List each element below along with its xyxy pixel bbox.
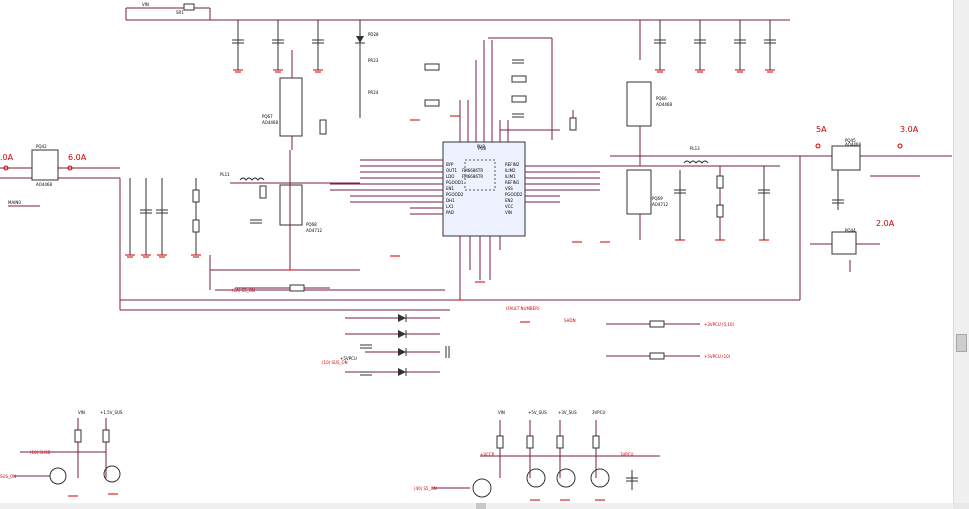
ic-left-pins: BYP OUT1 LDO PGOOD1 EN1 PGOOD2 DH1 LX1 P… [446, 162, 464, 215]
svg-text:PGOOD2: PGOOD2 [446, 192, 464, 197]
signal-labels: (10) SUSB SUS_ON (40) S5_ON (5A) S5_ON (… [0, 288, 735, 491]
signal-s5-on-bottom: (40) S5_ON [414, 486, 437, 491]
svg-text:EN2: EN2 [505, 198, 514, 203]
svg-text:LDO: LDO [446, 174, 454, 179]
svg-text:AO4468: AO4468 [656, 102, 672, 107]
svg-text:SR1: SR1 [176, 10, 184, 15]
svg-text:PQ68: PQ68 [306, 222, 317, 227]
diode-section: +5VPCU [340, 314, 450, 376]
svg-text:VIN: VIN [142, 2, 149, 7]
svg-text:PQ44: PQ44 [845, 228, 856, 233]
svg-text:PQ69: PQ69 [652, 196, 663, 201]
horizontal-scrollbar[interactable] [0, 503, 953, 509]
mosfet-labels: AO4468 AO4468 AO4712 AO4468 AO4712 AO446… [36, 102, 861, 233]
svg-text:PQ67: PQ67 [262, 114, 273, 119]
svg-text:PGOOD1: PGOOD1 [446, 180, 464, 185]
svg-text:PGOOD2: PGOOD2 [505, 192, 523, 197]
buck-1: PQ67 PQ68 PL11 [209, 50, 445, 291]
signal-3vpcu: +3VPCU (5,10) [704, 322, 735, 327]
svg-text:AO4712: AO4712 [306, 228, 322, 233]
svg-text:PAD: PAD [446, 210, 454, 215]
output-section: PQ45 PQ44 [120, 138, 952, 301]
svg-text:PR23: PR23 [368, 58, 379, 63]
svg-text:AO4712: AO4712 [652, 202, 668, 207]
signal-shdn: SHDN [564, 318, 576, 323]
svg-text:+3V_SUS: +3V_SUS [558, 410, 577, 415]
signal-sus-on: SUS_ON [0, 474, 16, 479]
current-label-5: 2.0A [876, 219, 895, 228]
bottom-right-circuit: VIN +5V_SUS +3V_SUS 3VPCU [432, 410, 660, 498]
schematic-svg: SR1 VIN PD28 PR23 PR24 [0, 2, 952, 501]
svg-text:+1.5V_SUS: +1.5V_SUS [100, 410, 123, 415]
buck-2: PQ66 PQ69 PL13 [610, 20, 800, 241]
svg-text:OUT1: OUT1 [446, 168, 458, 173]
svg-text:ILIM2: ILIM2 [505, 168, 516, 173]
signal-fault: (FAULT NUMBER) [506, 306, 540, 311]
svg-text:FM6686TR: FM6686TR [462, 168, 483, 173]
vertical-scrollbar[interactable] [953, 0, 969, 503]
signal-sus-on-mid: (10) SUS_ON [322, 360, 348, 365]
svg-text:VIN: VIN [505, 210, 512, 215]
svg-text:PD28: PD28 [368, 32, 379, 37]
ic-right-pins: REFIN2 ILIM2 ILIM1 REFIN1 VSS PGOOD2 EN2… [505, 162, 523, 215]
s5-on-line [235, 284, 700, 360]
svg-text:DH1: DH1 [446, 198, 455, 203]
svg-text:+5VPCU: +5VPCU [340, 356, 357, 361]
svg-text:ILIM1: ILIM1 [505, 174, 516, 179]
svg-text:EN1: EN1 [446, 186, 455, 191]
vertical-scroll-thumb[interactable] [956, 334, 967, 352]
svg-text:LX1: LX1 [446, 204, 454, 209]
svg-text:AO4468: AO4468 [262, 120, 278, 125]
signal-5vpcu: +5VPCU (10) [704, 354, 731, 359]
signal-3vpcu-out: 3VPCU [620, 452, 633, 457]
svg-text:AO4468: AO4468 [36, 182, 52, 187]
svg-text:PU8: PU8 [478, 146, 486, 151]
input-section: PQ42 MAIN0 [0, 144, 450, 311]
current-label-3: 5A [816, 125, 827, 134]
svg-text:VIN: VIN [78, 410, 85, 415]
scroll-corner [953, 503, 969, 509]
svg-text:PQ66: PQ66 [656, 96, 667, 101]
current-labels: .0A 6.0A 5A 3.0A 2.0A [0, 125, 919, 228]
ic-top-parts [424, 37, 577, 140]
svg-text:PL13: PL13 [690, 146, 700, 151]
svg-text:PL11: PL11 [220, 172, 230, 177]
svg-text:VCC: VCC [505, 204, 514, 209]
svg-text:3VPCU: 3VPCU [592, 410, 605, 415]
controller-ic: PU8 FM6686TR [330, 40, 620, 300]
svg-text:BYP: BYP [446, 162, 454, 167]
horizontal-scroll-thumb[interactable] [476, 503, 486, 509]
current-label-4: 3.0A [900, 125, 919, 134]
svg-text:+5V_SUS: +5V_SUS [528, 410, 547, 415]
svg-text:MAIN0: MAIN0 [8, 200, 21, 205]
signal-susb: (10) SUSB [30, 450, 50, 455]
svg-text:VSS: VSS [505, 186, 513, 191]
svg-text:REFIN1: REFIN1 [505, 180, 520, 185]
ic-part: FM6686TR [462, 174, 483, 179]
ground-symbols [68, 115, 610, 501]
vin-rail: SR1 VIN PD28 PR23 PR24 [125, 2, 790, 118]
svg-text:PR24: PR24 [368, 90, 379, 95]
svg-text:AO4468: AO4468 [845, 142, 861, 147]
svg-text:PQ42: PQ42 [36, 144, 47, 149]
schematic-canvas: SR1 VIN PD28 PR23 PR24 [0, 2, 952, 501]
signal-s5-on: (5A) S5_ON [232, 288, 255, 293]
svg-text:PQ45: PQ45 [845, 138, 856, 143]
ic-ref: PU8 [477, 144, 485, 149]
svg-text:REFIN2: REFIN2 [505, 162, 520, 167]
current-label-2: 6.0A [68, 153, 87, 162]
current-label-1: .0A [0, 153, 14, 162]
svg-text:VIN: VIN [498, 410, 505, 415]
bottom-left-circuit: VIN +1.5V_SUS [14, 410, 123, 485]
signal-vccp: +VCCP [480, 452, 495, 457]
